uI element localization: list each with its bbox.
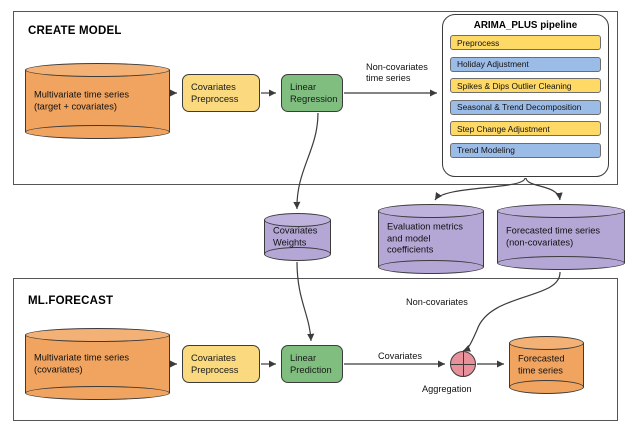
- edge-label-non-covariates: Non-covariates: [406, 297, 468, 307]
- cylinder-bottom: [497, 256, 625, 270]
- ml-forecast-frame: [13, 278, 618, 421]
- pipeline-stage: Step Change Adjustment: [450, 121, 601, 136]
- edge-weights-to-prediction: [296, 261, 315, 342]
- cylinder-top: [25, 328, 170, 342]
- aggregation-label: Aggregation: [422, 384, 472, 394]
- cylinder-top: [509, 336, 584, 350]
- create-model-frame: [13, 11, 618, 185]
- pipeline-stage-label: Spikes & Dips Outlier Cleaning: [457, 80, 572, 91]
- cylinder-label: Forecasted time series: [518, 353, 565, 375]
- pipeline-stage: Holiday Adjustment: [450, 56, 601, 72]
- edge-pipeline-to-evaluation: [434, 177, 526, 201]
- pipeline-stage: Spikes & Dips Outlier Cleaning: [450, 78, 601, 93]
- cylinder-bottom: [25, 386, 170, 400]
- pipeline-stage-label: Preprocess: [457, 37, 500, 48]
- pipeline-stage-label: Holiday Adjustment: [457, 59, 529, 69]
- pipeline-stage: Seasonal & Trend Decomposition: [450, 99, 601, 115]
- box-label: Linear Regression: [290, 81, 338, 104]
- pipeline-stage: Trend Modeling: [450, 142, 601, 158]
- box-linear-prediction: Linear Prediction: [281, 345, 343, 383]
- cylinder-body: [25, 70, 170, 132]
- edge-regression-to-weights: [293, 112, 319, 210]
- edge-label-covariates: Covariates: [378, 351, 422, 361]
- box-covariates-preprocess-train: Covariates Preprocess: [182, 74, 260, 112]
- pipeline-title: ARIMA_PLUS pipeline: [473, 20, 578, 31]
- edge-label-non-covariates-time-series: Non-covariates time series: [366, 62, 428, 84]
- cylinder-multivariate-source: Multivariate time series (target + covar…: [25, 63, 170, 139]
- create-model-title: CREATE MODEL: [28, 25, 122, 37]
- pipeline-stage: Preprocess: [450, 35, 601, 50]
- pipeline-stage-label: Trend Modeling: [457, 145, 515, 155]
- cylinder-bottom: [264, 247, 331, 261]
- cylinder-label: Evaluation metrics and model coefficient…: [387, 221, 463, 255]
- cylinder-multivariate-covariates: Multivariate time series (covariates): [25, 328, 170, 400]
- cylinder-body: [25, 335, 170, 393]
- ml-forecast-title: ML.FORECAST: [28, 295, 114, 307]
- cylinder-top: [25, 63, 170, 77]
- box-covariates-preprocess-forecast: Covariates Preprocess: [182, 345, 260, 383]
- cylinder-top: [378, 204, 484, 218]
- cylinder-evaluation-metrics: Evaluation metrics and model coefficient…: [378, 204, 484, 274]
- cylinder-forecasted-time-series-output: Forecasted time series: [509, 336, 584, 394]
- cylinder-label: Forecasted time series (non-covariates): [506, 225, 601, 247]
- cylinder-body: [497, 211, 625, 263]
- cylinder-label: Multivariate time series (covariates): [34, 352, 130, 374]
- box-label: Covariates Preprocess: [191, 81, 239, 104]
- edge-forecastnc-to-aggregation: [462, 271, 561, 352]
- aggregation-cross-vertical: [463, 352, 465, 376]
- box-label: Linear Prediction: [290, 352, 332, 375]
- pipeline-stage-label: Step Change Adjustment: [457, 123, 550, 134]
- cylinder-label: Covariates Weights: [273, 225, 318, 247]
- box-label: Covariates Preprocess: [191, 352, 239, 375]
- cylinder-forecasted-non-covariates: Forecasted time series (non-covariates): [497, 204, 625, 270]
- box-linear-regression: Linear Regression: [281, 74, 343, 112]
- cylinder-bottom: [378, 260, 484, 274]
- cylinder-body: [378, 211, 484, 267]
- cylinder-top: [497, 204, 625, 218]
- cylinder-covariates-weights: Covariates Weights: [264, 213, 331, 261]
- cylinder-bottom: [509, 380, 584, 394]
- cylinder-top: [264, 213, 331, 227]
- pipeline-stage-label: Seasonal & Trend Decomposition: [457, 102, 582, 112]
- cylinder-bottom: [25, 125, 170, 139]
- edge-pipeline-to-forecast-nc: [525, 177, 563, 201]
- cylinder-label: Multivariate time series (target + covar…: [34, 89, 130, 111]
